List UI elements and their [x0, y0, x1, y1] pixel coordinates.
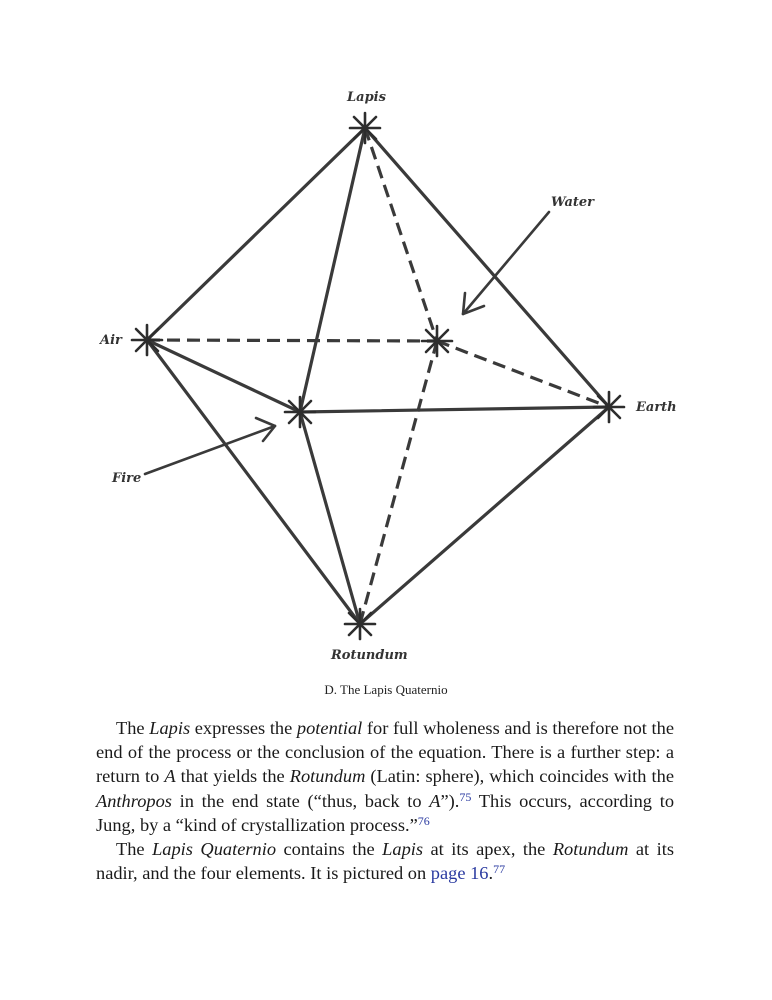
solid-edges: [145, 126, 611, 626]
text-run-italic: Rotundum: [289, 766, 366, 787]
figure-caption: D. The Lapis Quaternio: [324, 682, 448, 697]
text-run: at its apex, the: [423, 839, 553, 860]
edge-air-fire: [145, 338, 302, 414]
text-run: for full wholeness and is therefore not …: [96, 718, 674, 787]
text-run: (Latin: sphere), which coincides with th…: [365, 766, 674, 787]
text-run: contains the: [276, 839, 383, 860]
arrow-fire: [143, 416, 277, 476]
text-run: .: [488, 863, 494, 884]
edge-lapis-air: [145, 126, 367, 342]
edge-air-water: [146, 338, 438, 343]
text-run-italic: Anthropos: [96, 790, 172, 811]
footnote-ref-77[interactable]: 77: [493, 862, 506, 877]
text-run-italic: A: [429, 790, 441, 811]
edge-fire-rotundum: [298, 410, 362, 626]
edge-fire-earth: [298, 405, 611, 414]
label-air: Air: [98, 333, 123, 348]
text-run: in the end state (“thus, back to: [171, 790, 430, 811]
vertex-lapis: [348, 111, 382, 145]
edge-water-earth: [436, 339, 610, 409]
text-run: that yields the: [175, 766, 290, 787]
edge-water-rotundum: [358, 340, 439, 625]
footnote-ref-75[interactable]: 75: [459, 789, 472, 804]
text-run: at its nadir, and the four elements. It …: [96, 839, 674, 884]
text-run: This occurs, according to Jung, by a “ki…: [96, 790, 675, 835]
page-16-link[interactable]: page 16: [430, 863, 489, 884]
label-earth: Earth: [635, 400, 677, 415]
footnote-ref-76[interactable]: 76: [417, 813, 430, 828]
vertex-earth: [592, 390, 626, 424]
text-run: ”).: [440, 790, 460, 811]
label-fire: Fire: [111, 471, 141, 486]
text-run-italic: potential: [296, 718, 363, 738]
label-water: Water: [551, 195, 595, 210]
edge-air-rotundum: [145, 338, 362, 626]
paragraph-1: The Lapis expresses the potential for fu…: [96, 716, 674, 837]
text-run-italic: Lapis: [382, 839, 424, 860]
text-run-italic: Lapis: [149, 718, 191, 738]
text-run: expresses the: [190, 718, 297, 738]
text-run-italic: Lapis Quaternio: [152, 839, 277, 860]
edge-earth-rotundum: [358, 405, 611, 626]
dashed-edges: [146, 127, 610, 625]
edge-lapis-water: [363, 127, 439, 342]
vertex-fire: [283, 395, 317, 429]
text-run-italic: A: [164, 766, 176, 787]
text-run: The: [116, 839, 153, 860]
edge-lapis-fire: [298, 126, 367, 414]
text-run: The: [116, 718, 150, 738]
arrow-water: [461, 210, 551, 316]
vertex-rotundum: [343, 607, 377, 641]
text-run-italic: Rotundum: [552, 839, 629, 860]
edge-lapis-earth: [363, 126, 611, 409]
vertex-air: [130, 323, 164, 357]
vertex-water: [420, 324, 454, 358]
lapis-quaternio-diagram: Lapis Water Air Earth Fire Rotundum: [98, 90, 677, 663]
label-lapis: Lapis: [346, 90, 387, 105]
label-rotundum: Rotundum: [330, 648, 408, 663]
body-text: The Lapis expresses the potential for fu…: [96, 716, 674, 885]
paragraph-2: The Lapis Quaternio contains the Lapis a…: [96, 837, 674, 885]
